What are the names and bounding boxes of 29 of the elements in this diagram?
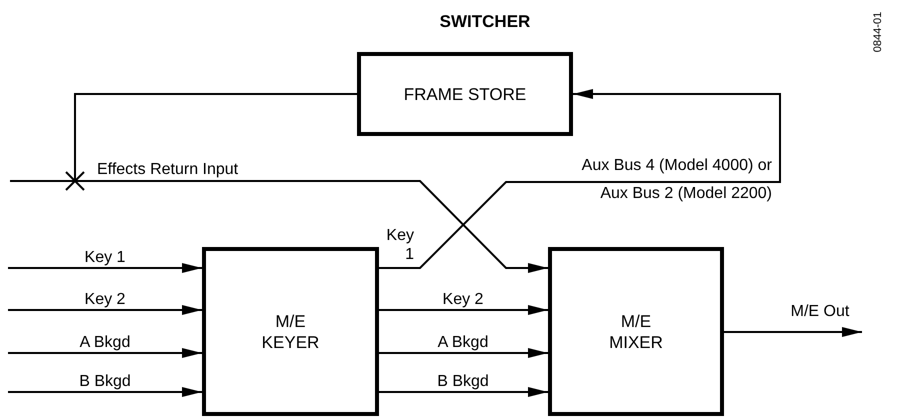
block-label: FRAME STORE xyxy=(404,84,526,104)
block-label: M/E KEYER xyxy=(260,310,320,352)
edge-label: B Bkgd xyxy=(437,372,489,391)
edge-label: Key 1 xyxy=(385,226,414,264)
signal-arrow xyxy=(379,387,548,397)
edge-label: M/E Out xyxy=(790,302,850,321)
process-block xyxy=(548,247,724,416)
edge-label: B Bkgd xyxy=(79,372,131,391)
process-block xyxy=(357,52,573,136)
process-block xyxy=(202,247,379,416)
figure-code: 0844-01 xyxy=(872,12,884,52)
signal-arrow xyxy=(379,305,548,315)
edge-label: Key 1 xyxy=(84,248,126,267)
block-label: M/E MIXER xyxy=(608,310,664,352)
signal-arrow xyxy=(379,89,781,269)
edge-label: A Bkgd xyxy=(80,333,130,352)
signal-arrow xyxy=(8,348,202,358)
edge-label: Key 2 xyxy=(442,290,484,309)
signal-arrow xyxy=(8,305,202,315)
signal-arrow xyxy=(8,387,202,397)
edge-label: Key 2 xyxy=(84,290,126,309)
diagram-title: SWITCHER xyxy=(438,12,532,32)
bus-note: Aux Bus 4 (Model 4000) or Aux Bus 2 (Model 2200) xyxy=(580,156,772,204)
signal-arrow xyxy=(74,93,548,273)
edge-label: Effects Return Input xyxy=(97,160,238,179)
signal-arrow xyxy=(379,348,548,358)
edge-label: A Bkgd xyxy=(438,333,488,352)
signal-arrow xyxy=(724,327,862,337)
signal-arrow xyxy=(8,263,202,273)
